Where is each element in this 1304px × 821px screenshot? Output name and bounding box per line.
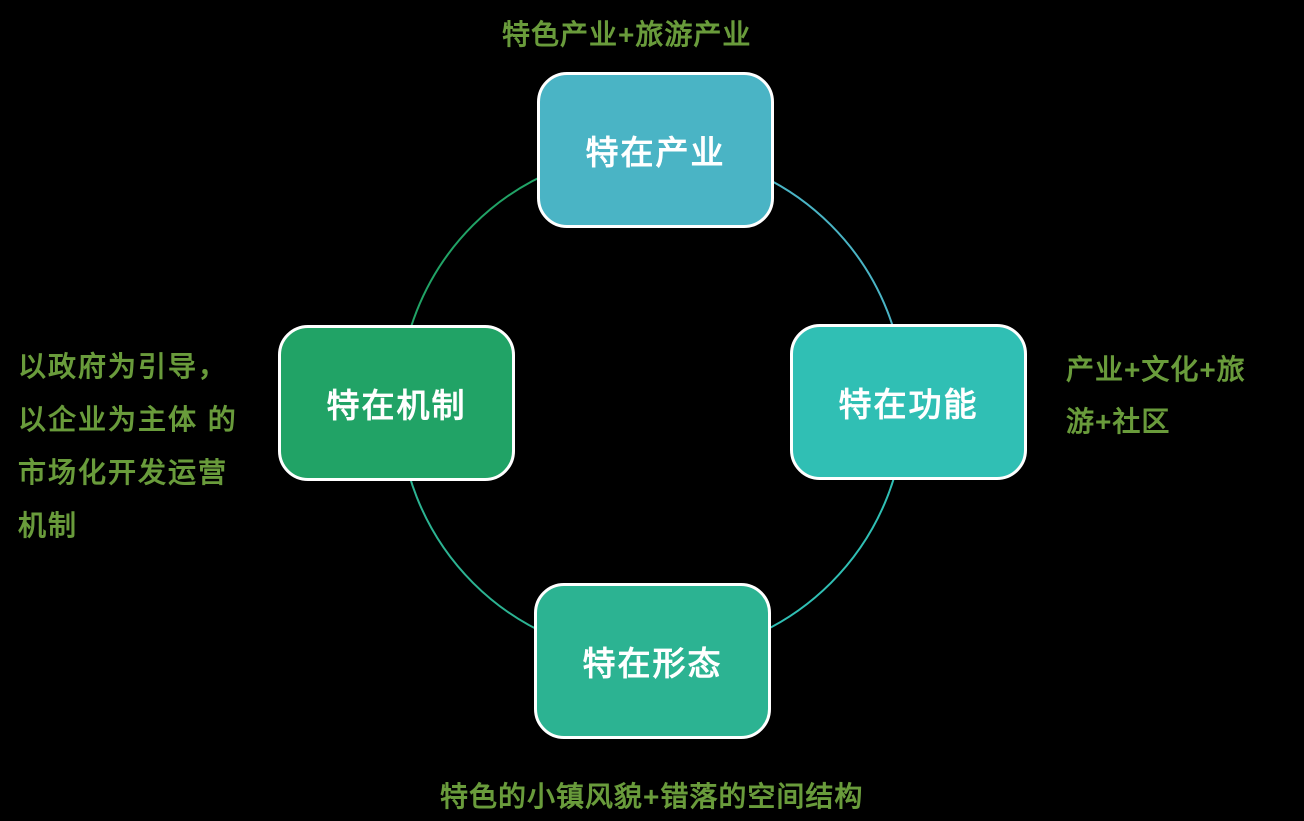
node-function-label: 特在功能 [838,386,979,423]
note-mechanism-line-2: 以企业为主体 的 [18,404,238,435]
note-function: 产业+文化+旅 游+社区 [1066,344,1246,448]
node-form: 特在形态 [534,583,771,739]
node-mechanism: 特在机制 [278,325,515,481]
node-industry-label: 特在产业 [585,134,726,171]
note-mechanism-line-3: 市场化开发运营 [18,457,229,488]
node-form-label: 特在形态 [582,645,723,682]
note-function-line-1: 产业+文化+旅 [1066,354,1246,385]
note-mechanism: 以政府为引导， 以企业为主体 的 市场化开发运营 机制 [18,340,238,552]
node-function: 特在功能 [790,324,1027,480]
note-mechanism-line-4: 机制 [18,510,79,541]
node-mechanism-label: 特在机制 [326,387,467,424]
note-function-line-2: 游+社区 [1066,406,1171,437]
note-industry: 特色产业+旅游产业 [502,19,752,50]
note-mechanism-line-1: 以政府为引导， [18,351,229,382]
note-form: 特色的小镇风貌+错落的空间结构 [440,781,864,812]
node-industry: 特在产业 [537,72,774,228]
